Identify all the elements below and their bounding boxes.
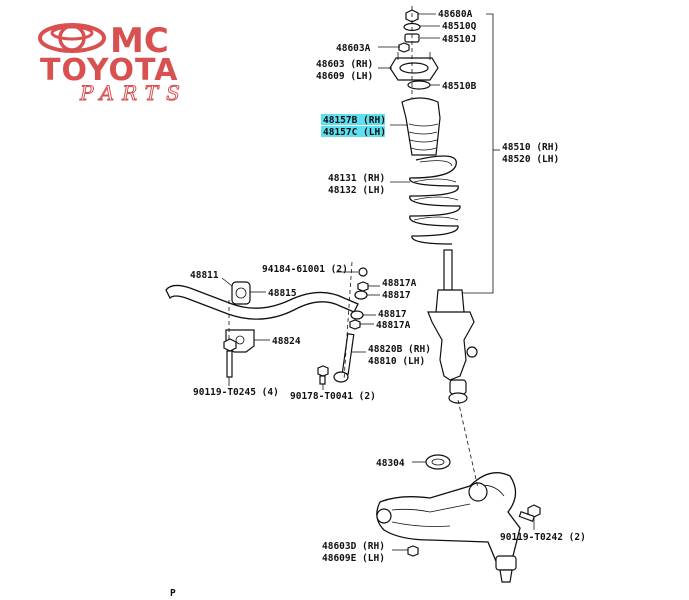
toyota-emblem-icon <box>38 23 106 53</box>
label-48510q[interactable]: 48510Q <box>442 21 477 32</box>
leader-lines <box>221 6 535 551</box>
label-48157b[interactable]: 48157B (RH) <box>323 115 386 126</box>
label-48603a[interactable]: 48603A <box>336 43 371 54</box>
label-48609e[interactable]: 48609E (LH) <box>322 553 385 564</box>
label-48157c[interactable]: 48157C (LH) <box>323 127 386 138</box>
label-48603-rh[interactable]: 48603 (RH) <box>316 59 373 70</box>
label-48815[interactable]: 48815 <box>268 288 297 299</box>
highlight-48157c <box>321 126 385 137</box>
label-48811[interactable]: 48811 <box>190 270 219 281</box>
label-mark: P <box>170 588 176 599</box>
highlight-48157b <box>321 114 385 125</box>
label-48810[interactable]: 48810 (LH) <box>368 356 425 367</box>
label-48680a[interactable]: 48680A <box>438 9 473 20</box>
label-48510b[interactable]: 48510B <box>442 81 477 92</box>
lower-arm-icon <box>376 454 541 583</box>
label-48817-top[interactable]: 48817 <box>382 290 411 301</box>
label-48510-rh[interactable]: 48510 (RH) <box>502 142 559 153</box>
label-90119-t0245[interactable]: 90119-T0245 (4) <box>193 387 279 398</box>
coil-spring-icon <box>409 155 461 245</box>
label-48131-rh[interactable]: 48131 (RH) <box>328 173 385 184</box>
label-48817a-bot[interactable]: 48817A <box>376 320 411 331</box>
logo: MC TOYOTA PARTS <box>38 21 188 106</box>
stabilizer-link-icon <box>317 267 369 385</box>
logo-parts: PARTS <box>79 81 188 105</box>
label-94184[interactable]: 94184-61001 (2) <box>262 264 348 275</box>
label-90178-t0041[interactable]: 90178-T0041 (2) <box>290 391 376 402</box>
part-labels: 48680A 48510Q 48510J 48603A 48603 (RH) 4… <box>170 9 586 599</box>
label-90119-t0242[interactable]: 90119-T0242 (2) <box>500 532 586 543</box>
shock-absorber-icon <box>427 249 478 404</box>
strut-top-hardware <box>389 9 441 156</box>
logo-mc: MC <box>110 21 169 61</box>
label-48304[interactable]: 48304 <box>376 458 405 469</box>
label-48510j[interactable]: 48510J <box>442 34 476 45</box>
label-48520-lh[interactable]: 48520 (LH) <box>502 154 559 165</box>
label-48817-bot[interactable]: 48817 <box>378 309 407 320</box>
label-48820b[interactable]: 48820B (RH) <box>368 344 431 355</box>
label-48132-lh[interactable]: 48132 (LH) <box>328 185 385 196</box>
label-48824[interactable]: 48824 <box>272 336 301 347</box>
dust-boot-icon <box>401 97 441 156</box>
logo-toyota: TOYOTA <box>40 53 178 88</box>
stabilizer-bar-icon <box>165 281 359 378</box>
label-48817a-top[interactable]: 48817A <box>382 278 417 289</box>
label-48609-lh[interactable]: 48609 (LH) <box>316 71 373 82</box>
label-48603d[interactable]: 48603D (RH) <box>322 541 385 552</box>
